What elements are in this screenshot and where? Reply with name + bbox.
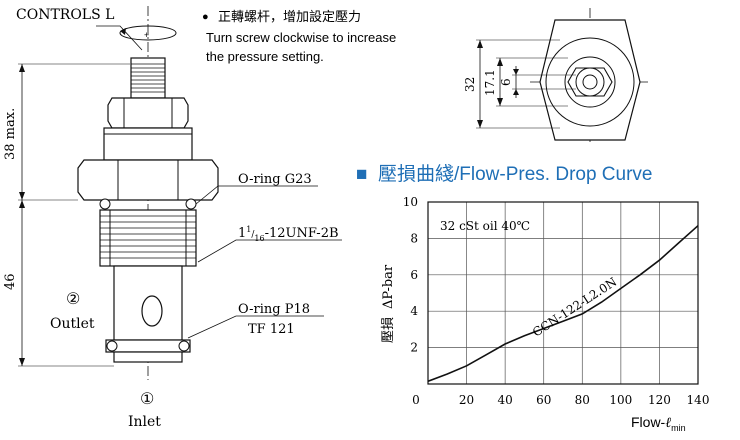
y-tick-label: 6 <box>410 268 418 282</box>
x-axis-label: Flow-ℓmin <box>631 414 686 433</box>
thread-leader <box>197 239 342 263</box>
y-tick-label: 2 <box>410 341 418 355</box>
arrow-head-icon <box>120 28 126 35</box>
x-tick-label: 60 <box>536 393 551 407</box>
plot-frame <box>427 201 699 385</box>
series-line-ccn-122-l2-0n <box>427 225 699 383</box>
valve-top-view <box>476 8 650 142</box>
tf-121-label: TF 121 <box>248 322 295 337</box>
screw-thread-lines <box>131 63 165 93</box>
x-tick-label: 40 <box>498 393 513 407</box>
port-2-number: ② <box>66 291 80 308</box>
y-tick-label: 10 <box>403 195 418 209</box>
cartridge-tip <box>113 351 183 363</box>
controls-leader <box>96 25 143 51</box>
x-tick-label: 80 <box>575 393 590 407</box>
chart-heading-title: 壓損曲綫/Flow-Pres. Drop Curve <box>378 163 653 185</box>
o-ring-g23-left <box>99 198 111 210</box>
dim-46: 46 <box>3 273 18 290</box>
lock-nut <box>107 97 189 129</box>
dim-6: 6 <box>499 78 513 86</box>
y-axis-label: 壓損ΔP-bar <box>381 264 396 343</box>
x-tick-label: 0 <box>412 393 420 407</box>
oring-g23-label: O-ring G23 <box>238 172 312 187</box>
body-neck <box>103 127 193 161</box>
chart-heading-marker: ■ <box>356 164 367 185</box>
oring-p18-leader <box>187 315 324 339</box>
o-ring-g23-right <box>185 198 197 210</box>
dim-17-1: 17.1 <box>483 69 497 96</box>
oring-p18-label: O-ring P18 <box>238 302 310 317</box>
dim-38-max: 38 max. <box>3 108 18 160</box>
outlet-port <box>141 295 163 327</box>
y-tick-label: 8 <box>410 231 418 245</box>
adjusting-screw <box>130 57 166 99</box>
y-tick-label: 4 <box>410 304 418 318</box>
hex-body <box>77 159 219 201</box>
dim-32: 32 <box>463 77 477 92</box>
outlet-label: Outlet <box>50 316 95 332</box>
o-ring-p18 <box>105 339 191 353</box>
chart-annotation: 32 cSt oil 40℃ <box>440 219 530 233</box>
thread-spec-label: 11/16-12UNF-2B <box>238 225 339 243</box>
port-1-number: ① <box>140 391 154 408</box>
valve-side-view: + <box>18 6 342 380</box>
x-tick-label: 100 <box>609 393 632 407</box>
rotation-arrow-icon <box>119 25 177 41</box>
chart-grid <box>428 202 698 384</box>
pressure-drop-chart: 0 20 40 60 80 100 120 140 2 4 6 8 10 <box>403 195 710 407</box>
axis-ticks: 0 20 40 60 80 100 120 140 2 4 6 8 10 <box>403 195 710 407</box>
x-tick-label: 120 <box>648 393 671 407</box>
note-english-line2: the pressure setting. <box>206 49 324 64</box>
thread-lines <box>100 215 196 259</box>
controls-label: CONTROLS L <box>16 7 114 23</box>
note-chinese: 正轉螺杆，增加設定壓力 <box>218 9 361 24</box>
x-tick-label: 140 <box>687 393 710 407</box>
rotation-mark: + <box>144 30 149 40</box>
note-bullet: ● <box>202 11 209 23</box>
inlet-label: Inlet <box>128 414 161 430</box>
note-english-line1: Turn screw clockwise to increase <box>206 30 396 45</box>
oring-g23-leader <box>195 185 318 205</box>
x-tick-label: 20 <box>459 393 474 407</box>
